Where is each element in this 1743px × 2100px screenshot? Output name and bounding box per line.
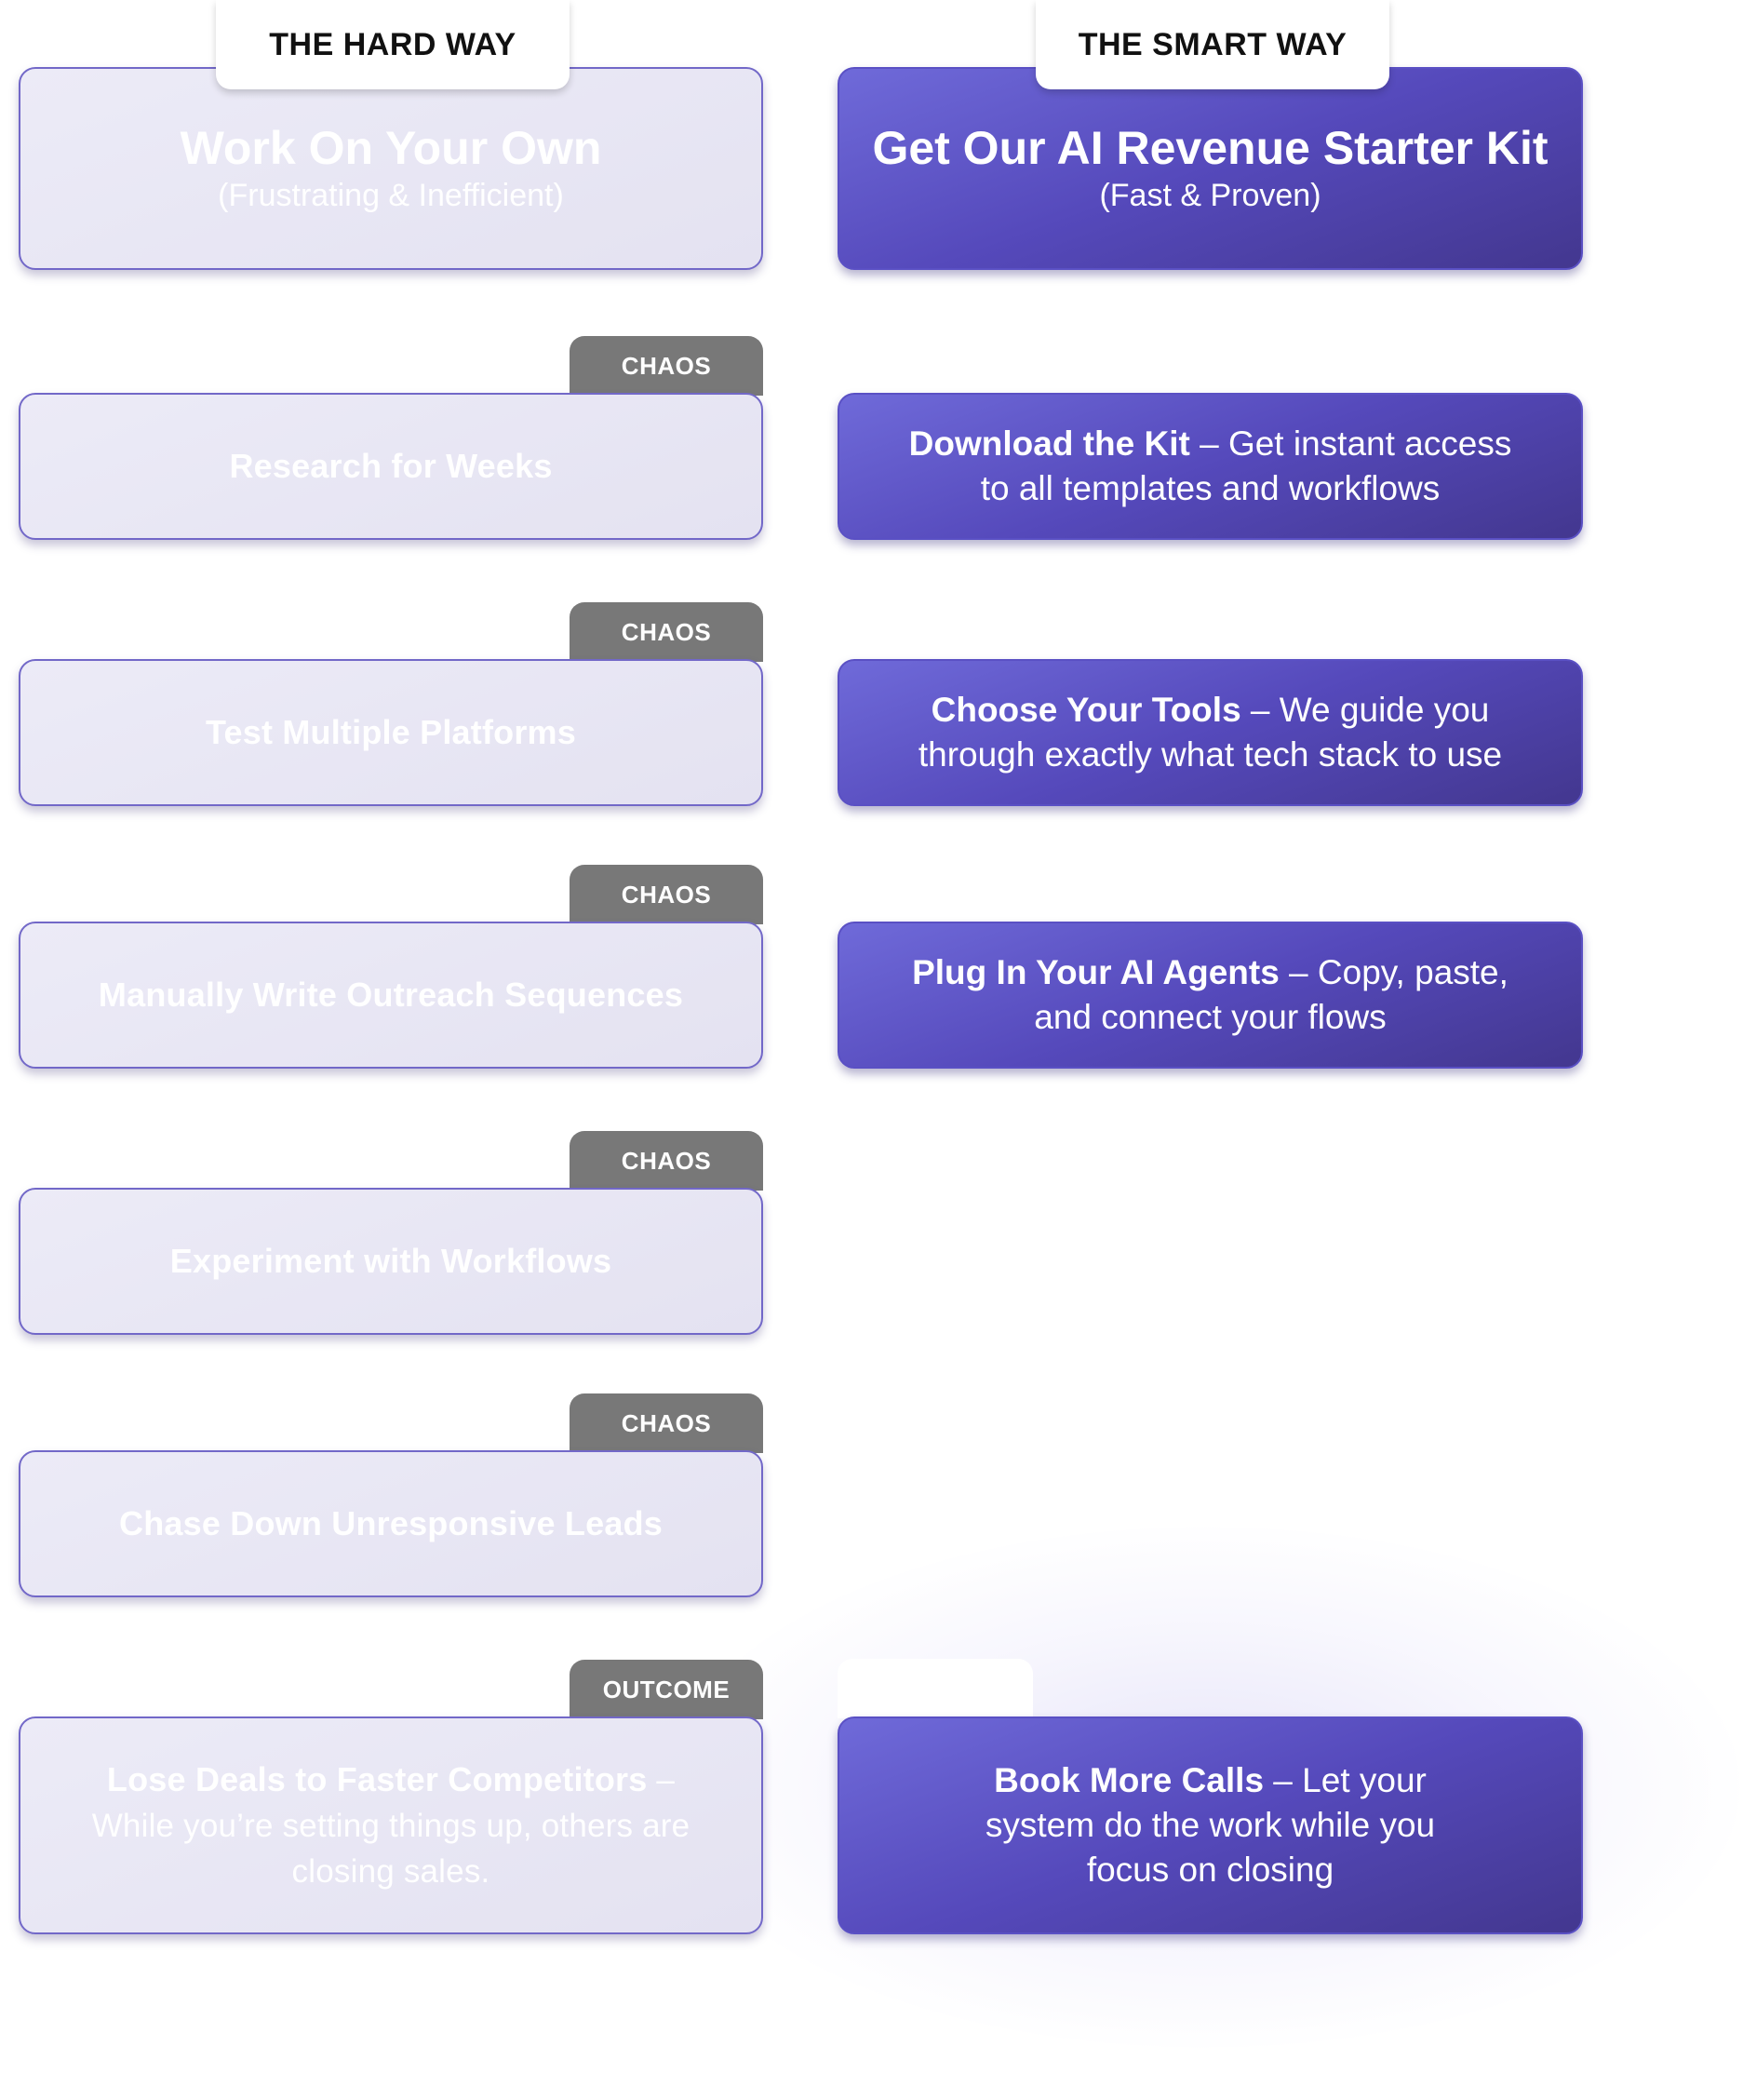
hard-outcome-card: Lose Deals to Faster Competitors – While… [19,1716,763,1934]
hard-step-text: Test Multiple Platforms [206,713,576,751]
smart-outcome-desc: Let your system do the work while you fo… [985,1761,1436,1889]
chaos-tag: CHAOS [570,1131,763,1191]
smart-step-desc: Get instant access to all templates and … [980,424,1512,507]
smart-step-title: Choose Your Tools [931,691,1241,729]
hard-step-card: Experiment with Workflows [19,1188,763,1335]
smart-outcome-separator: – [1264,1761,1303,1799]
hard-way-title: Work On Your Own [180,122,602,174]
smart-outcome-text: Book More Calls – Let your system do the… [839,1758,1581,1892]
smart-step-desc: We guide you through exactly what tech s… [918,691,1503,774]
smart-way-label: THE SMART WAY [1036,0,1389,89]
smart-step-separator: – [1189,424,1228,463]
smart-way-title: Get Our AI Revenue Starter Kit [872,122,1549,174]
chaos-tag: CHAOS [570,602,763,662]
smart-way-subtitle: (Fast & Proven) [1099,178,1321,213]
hard-way-header-card: Work On Your Own (Frustrating & Ineffici… [19,67,763,270]
hard-step-text: Chase Down Unresponsive Leads [119,1504,663,1542]
smart-outcome-title: Book More Calls [994,1761,1265,1799]
hard-step-text: Manually Write Outreach Sequences [98,976,684,1014]
smart-step-desc: Copy, paste, and connect your flows [1034,953,1508,1036]
hard-outcome-title: Lose Deals to Faster Competitors [106,1759,648,1798]
hard-way-label: THE HARD WAY [216,0,570,89]
smart-step-card: Plug In Your AI Agents – Copy, paste, an… [838,922,1583,1069]
chaos-tag: CHAOS [570,1393,763,1453]
blank-tab [838,1659,1033,1718]
smart-step-title: Download the Kit [908,424,1190,463]
smart-step-separator: – [1240,691,1280,729]
hard-way-subtitle: (Frustrating & Inefficient) [218,178,564,213]
chaos-tag: CHAOS [570,336,763,396]
hard-step-text: Research for Weeks [229,447,553,485]
hard-step-text: Experiment with Workflows [169,1242,612,1280]
smart-step-text: Choose Your Tools – We guide you through… [839,688,1581,777]
hard-step-card: Chase Down Unresponsive Leads [19,1450,763,1597]
smart-step-card: Download the Kit – Get instant access to… [838,393,1583,540]
smart-step-text: Download the Kit – Get instant access to… [839,422,1581,511]
chaos-tag: CHAOS [570,865,763,924]
hard-outcome-text: Lose Deals to Faster Competitors – While… [20,1757,761,1894]
hard-step-card: Test Multiple Platforms [19,659,763,806]
smart-step-title: Plug In Your AI Agents [912,953,1280,991]
outcome-tag: OUTCOME [570,1660,763,1719]
hard-outcome-desc: While you’re setting things up, others a… [91,1807,690,1890]
hard-outcome-separator: – [647,1761,676,1798]
smart-step-text: Plug In Your AI Agents – Copy, paste, an… [839,950,1581,1040]
smart-way-header-card: Get Our AI Revenue Starter Kit (Fast & P… [838,67,1583,270]
smart-step-separator: – [1279,953,1318,991]
hard-step-card: Research for Weeks [19,393,763,540]
smart-step-card: Choose Your Tools – We guide you through… [838,659,1583,806]
smart-outcome-card: Book More Calls – Let your system do the… [838,1716,1583,1934]
hard-step-card: Manually Write Outreach Sequences [19,922,763,1069]
